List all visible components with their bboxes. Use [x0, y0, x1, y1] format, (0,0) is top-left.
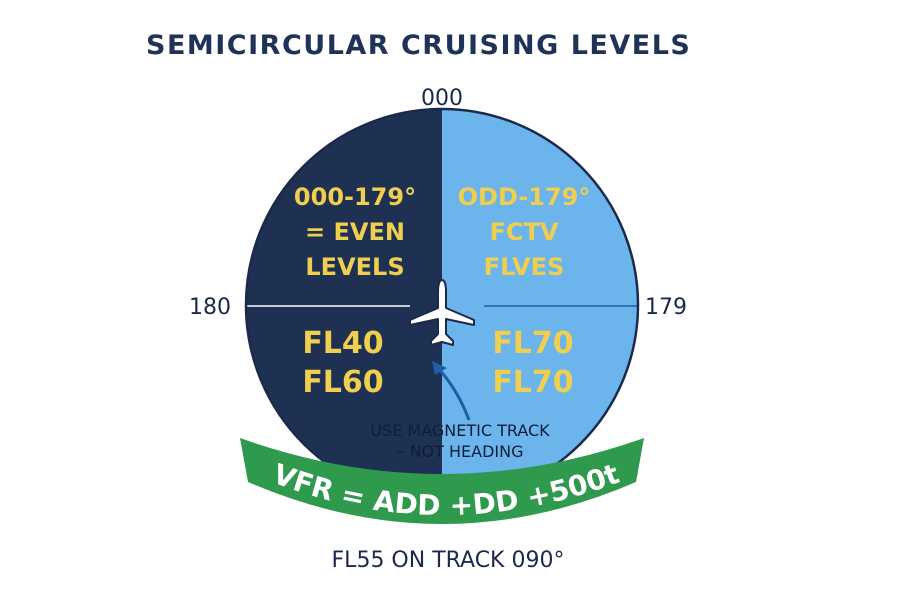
right-level-1: FL70 — [492, 326, 573, 361]
right-rule-line-1: ODD-179° — [458, 183, 591, 211]
right-level-2: FL70 — [492, 365, 573, 400]
left-rule-line-3: LEVELS — [305, 253, 404, 281]
compass-label-180: 180 — [189, 295, 231, 320]
compass-label-179: 179 — [645, 295, 687, 320]
left-rule-line-2: = EVEN — [305, 218, 405, 246]
compass-label-000: 000 — [421, 86, 463, 111]
right-rule-line-2: FCTV — [490, 218, 559, 246]
example-text: FL55 ON TRACK 090° — [332, 548, 565, 573]
right-rule-line-3: FLVES — [484, 253, 565, 281]
airplane-icon — [409, 279, 475, 346]
left-level-2: FL60 — [302, 365, 383, 400]
vfr-banner — [240, 438, 644, 524]
note-line-1: USE MAGNETIC TRACK — [370, 421, 550, 440]
left-level-1: FL40 — [302, 326, 383, 361]
diagram-title: SEMICIRCULAR CRUISING LEVELS — [146, 30, 692, 61]
curved-arrow-icon — [432, 361, 471, 421]
note-line-2: – NOT HEADING — [397, 442, 524, 461]
left-rule-line-1: 000-179° — [294, 183, 416, 211]
